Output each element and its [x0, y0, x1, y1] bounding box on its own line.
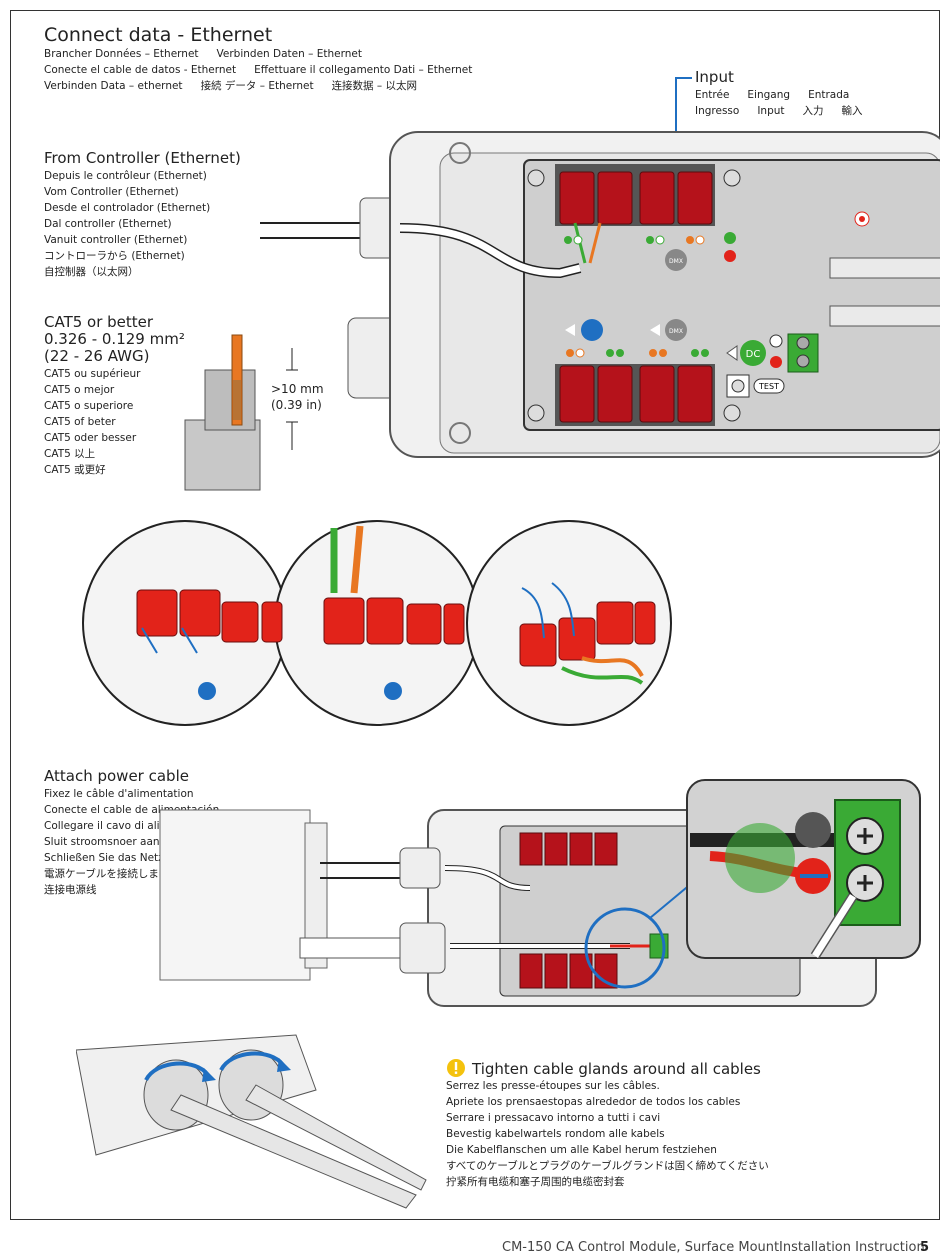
footer-product: CM-150 CA Control Module, Surface Mount — [502, 1240, 780, 1255]
cat5-spec-awg: (22 - 26 AWG) — [44, 347, 150, 365]
cat5-title: CAT5 or better — [44, 313, 154, 331]
cable-gland-illustration — [76, 1034, 427, 1209]
glands-lines: Serrez les presse-étoupes sur les câbles… — [446, 1080, 769, 1188]
dmx-label-bottom: DMX — [669, 328, 683, 335]
power-lines: Fixez le câble d'alimentation Conecte el… — [44, 788, 222, 896]
warning-icon — [447, 1059, 465, 1077]
page-frame — [10, 10, 940, 1220]
strip-length-mm: >10 mm — [271, 382, 324, 396]
strip-length-in: (0.39 in) — [271, 398, 322, 412]
from-controller-title: From Controller (Ethernet) — [44, 149, 241, 167]
dmx-label-top: DMX — [669, 258, 683, 265]
wire-strip-illustration — [184, 334, 298, 491]
glands-title: Tighten cable glands around all cables — [472, 1060, 761, 1078]
connect-title: Connect data - Ethernet — [44, 24, 273, 46]
input-title: Input — [695, 68, 734, 86]
power-title: Attach power cable — [44, 767, 189, 785]
power-illustration — [159, 779, 921, 1007]
cat5-lines: CAT5 ou supérieur CAT5 o mejor CAT5 o su… — [44, 368, 141, 476]
footer-doc: Installation Instruction — [779, 1240, 925, 1255]
test-label: TEST — [758, 382, 779, 391]
from-controller-lines: Depuis le contrôleur (Ethernet) Vom Cont… — [44, 170, 211, 278]
page-number: 5 — [920, 1240, 930, 1255]
connector-steps-illustration — [82, 520, 672, 726]
device-top-illustration: DMX DMX DC TEST — [260, 131, 940, 458]
dc-label: DC — [746, 349, 761, 360]
cat5-spec-mm: 0.326 - 0.129 mm² — [44, 330, 185, 348]
